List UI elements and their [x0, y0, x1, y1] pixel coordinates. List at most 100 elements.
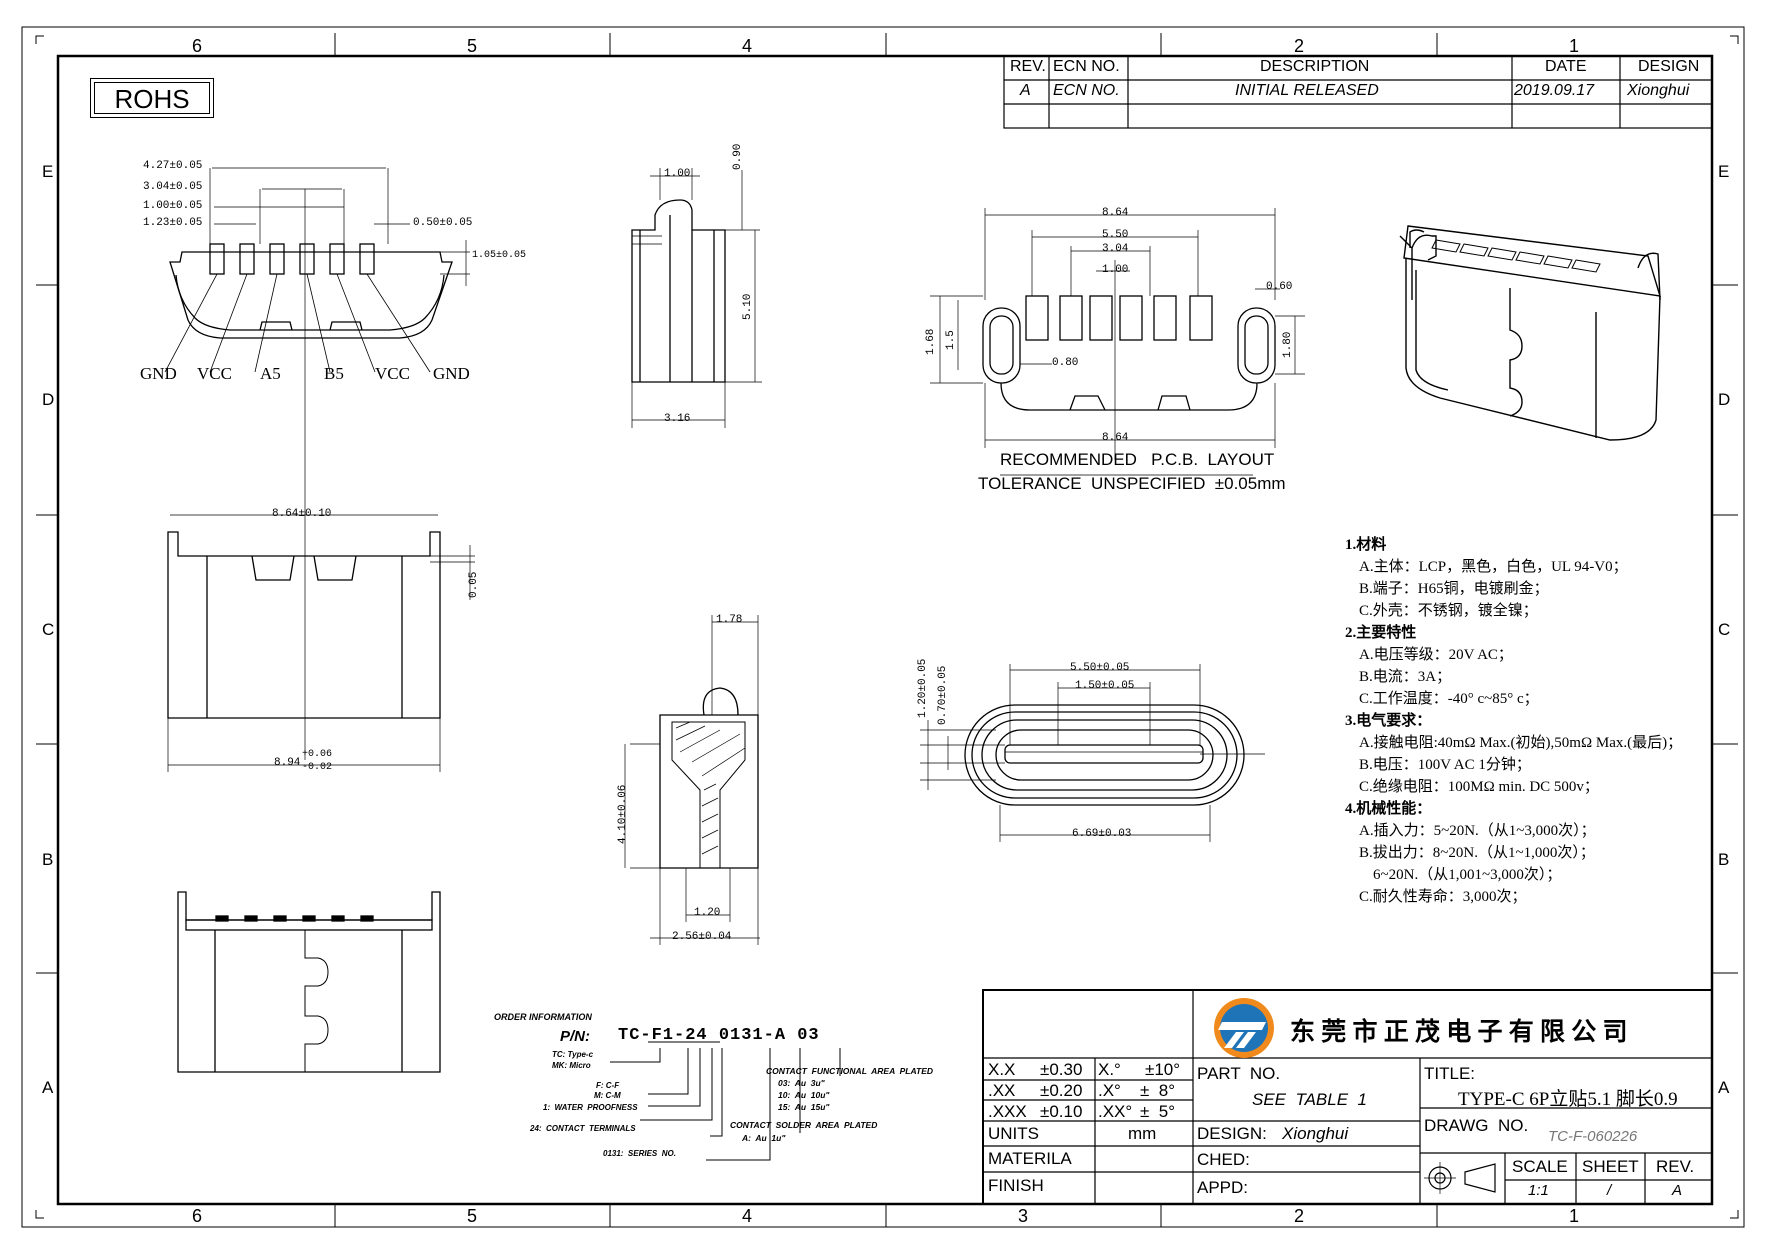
order-note: 03: Au 3u" — [778, 1078, 825, 1088]
order-note: M: C-M — [594, 1091, 621, 1100]
sheet-value: / — [1607, 1182, 1612, 1199]
frame-row-label: C — [42, 620, 55, 639]
order-note: CONTACT SOLDER AREA PLATED — [730, 1120, 878, 1130]
iso-3d-view — [1399, 225, 1661, 441]
dim-label: 0.70±0.05 — [937, 665, 949, 725]
dim-label: 0.05 — [468, 571, 480, 598]
rev-header: REV. — [1010, 58, 1046, 75]
frame-row-label: D — [1718, 390, 1731, 409]
pcb-layout-view — [930, 208, 1305, 476]
pin-label: B5 — [324, 364, 344, 383]
dim-label: 8.64±0.10 — [272, 508, 332, 520]
dim-label: 0.80 — [1052, 357, 1079, 369]
title-value: TYPE-C 6P立贴5.1 脚长0.9 — [1458, 1089, 1678, 1110]
dim-label: 0.90 — [732, 143, 744, 170]
part-number: TC-F1-24 0131-A 03 — [618, 1026, 820, 1045]
order-note: F: C-F — [596, 1081, 620, 1090]
rohs-text: ROHS — [94, 82, 210, 114]
dim-label: 4.27±0.05 — [143, 160, 203, 172]
description-header: DESCRIPTION — [1260, 58, 1370, 75]
frame-row-label: E — [1718, 162, 1730, 181]
dim-label: -0.02 — [302, 762, 333, 773]
note-line: A.电压等级：20V AC； — [1359, 647, 1513, 663]
note-line: A.插入力：5~20N.（从1~3,000次）； — [1359, 823, 1596, 839]
dim-label: 8.64 — [1102, 432, 1129, 444]
frame-col-label: 3 — [1018, 1206, 1029, 1226]
rev-value: A — [1020, 82, 1031, 99]
ecn-header: ECN NO. — [1053, 58, 1120, 75]
pin-label: GND — [140, 364, 177, 383]
pin-label: A5 — [260, 364, 281, 383]
dim-label: 8.94 — [274, 757, 301, 769]
frame-row-label: B — [1718, 850, 1730, 869]
revision-table-grid — [1003, 55, 1713, 129]
frame-col-label: 2 — [1294, 1206, 1305, 1226]
date-header: DATE — [1545, 58, 1587, 75]
note-line: A.主体：LCP，黑色，白色，UL 94-V0； — [1359, 559, 1628, 575]
order-note: 24: CONTACT TERMINALS — [530, 1124, 636, 1133]
order-note: MK: Micro — [552, 1061, 591, 1070]
dim-label: 4.10±0.06 — [617, 784, 629, 844]
frame-col-label: 1 — [1569, 1206, 1580, 1226]
mating-face-view — [920, 664, 1265, 842]
side-view-top — [631, 168, 762, 428]
dim-label: 0.50±0.05 — [413, 217, 473, 229]
order-info-leaders — [610, 1041, 841, 1161]
pin-label: GND — [433, 364, 470, 383]
dim-label: 1.20±0.05 — [917, 658, 929, 718]
design-value: Xionghui — [1282, 1124, 1349, 1143]
spec-notes: 1.材料 A.主体：LCP，黑色，白色，UL 94-V0； B.端子：H65铜，… — [1345, 534, 1682, 908]
dim-label: 0.60 — [1266, 281, 1293, 293]
dim-label: 5.50±0.05 — [1070, 662, 1130, 674]
note-line: 3.电气要求： — [1345, 713, 1432, 729]
frame-row-label: E — [42, 162, 54, 181]
frame-row-label: A — [42, 1078, 54, 1097]
date-value: 2019.09.17 — [1514, 82, 1595, 99]
dim-label: 1.50±0.05 — [1075, 680, 1135, 692]
company-logo — [1214, 998, 1274, 1058]
tol-row: X.X — [988, 1060, 1016, 1079]
tol-row: X.° — [1098, 1060, 1121, 1079]
frame-row-label: C — [1718, 620, 1731, 639]
scale-label: SCALE — [1512, 1157, 1568, 1176]
note-line: 4.机械性能： — [1345, 801, 1432, 817]
frame-row-label: B — [42, 850, 54, 869]
tol-row: ± 5° — [1140, 1102, 1176, 1121]
note-line: 2.主要特性 — [1345, 625, 1417, 641]
dim-label: 1.80 — [1282, 331, 1294, 358]
dim-label: 3.16 — [664, 413, 691, 425]
design-header: DESIGN — [1638, 58, 1700, 75]
note-line: C.工作温度：-40° c~85° c； — [1359, 691, 1539, 707]
tol-row: .X° — [1098, 1081, 1121, 1100]
note-line: C.外壳：不锈钢，镀全镍； — [1359, 603, 1538, 619]
dim-label: 1.23±0.05 — [143, 217, 203, 229]
description-value: INITIAL RELEASED — [1235, 82, 1379, 99]
units-value: mm — [1128, 1124, 1157, 1143]
note-line: C.耐久性寿命：3,000次； — [1359, 889, 1527, 905]
drawg-no-value: TC-F-060226 — [1548, 1128, 1638, 1145]
tol-row: ±10° — [1145, 1060, 1181, 1079]
dim-label: +0.06 — [302, 749, 333, 760]
drawg-no-label: DRAWG NO. — [1424, 1116, 1529, 1135]
frame-col-label: 4 — [742, 1206, 753, 1226]
order-note: CONTACT FUNCTIONAL AREA PLATED — [766, 1066, 933, 1076]
frame-col-label: 5 — [467, 36, 478, 56]
note-line: B.电流：3A； — [1359, 669, 1452, 685]
order-note: 1: WATER PROOFNESS — [543, 1103, 638, 1112]
note-line: 6~20N.（从1,001~3,000次）； — [1373, 867, 1562, 883]
rev-value-title: A — [1672, 1182, 1683, 1199]
part-no-value: SEE TABLE 1 — [1252, 1090, 1367, 1109]
company-name: 东 莞 市 正 茂 电 子 有 限 公 司 — [1290, 1019, 1628, 1046]
dim-label: 1.00 — [1102, 264, 1129, 276]
dim-label: 1.00 — [664, 168, 691, 180]
note-line: B.端子：H65铜，电镀刷金； — [1359, 581, 1549, 597]
frame-col-label: 2 — [1294, 36, 1305, 56]
front-view — [164, 167, 470, 760]
dim-label: 3.04±0.05 — [143, 181, 203, 193]
ecn-value: ECN NO. — [1053, 82, 1120, 99]
tol-row: ±0.10 — [1040, 1102, 1083, 1121]
pn-label: P/N: — [560, 1028, 590, 1045]
note-line: C.绝缘电阻：100MΩ min. DC 500v； — [1359, 779, 1599, 795]
part-no-label: PART NO. — [1197, 1064, 1281, 1083]
